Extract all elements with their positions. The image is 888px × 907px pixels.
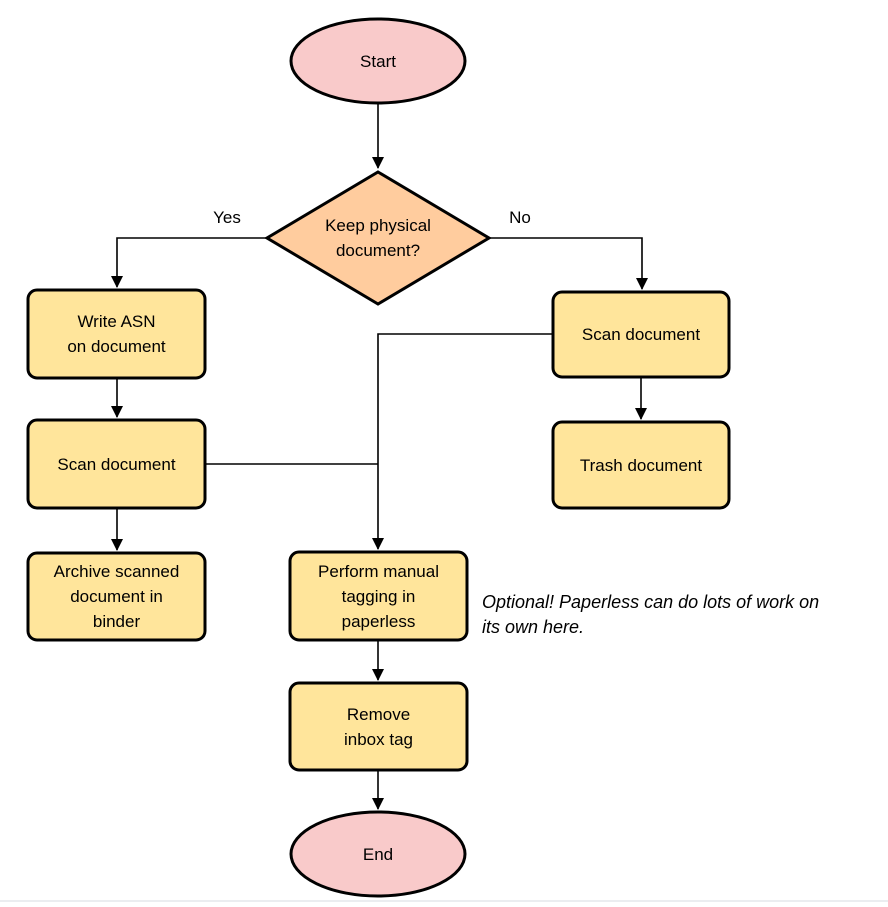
canvas-bottom-edge	[0, 900, 888, 902]
yes-edge-label: Yes	[213, 208, 241, 227]
trash-shape	[551, 420, 731, 510]
start-terminator-shape	[289, 17, 467, 105]
archive-shape	[26, 551, 207, 642]
optional-note: Optional! Paperless can do lots of work …	[482, 592, 820, 637]
edge-no-branch	[488, 237, 648, 290]
edge-yes-branch	[111, 237, 267, 288]
no-edge-label: No	[509, 208, 531, 227]
scan-right-shape	[551, 290, 731, 379]
end-terminator-shape	[289, 810, 467, 898]
perform-tagging-shape	[288, 550, 469, 642]
edge-scanright-to-tagging	[372, 333, 553, 550]
write-asn-shape	[26, 288, 207, 380]
decision-diamond-shape	[264, 170, 492, 306]
remove-inbox-shape	[288, 681, 469, 772]
scan-left-shape	[26, 418, 207, 510]
